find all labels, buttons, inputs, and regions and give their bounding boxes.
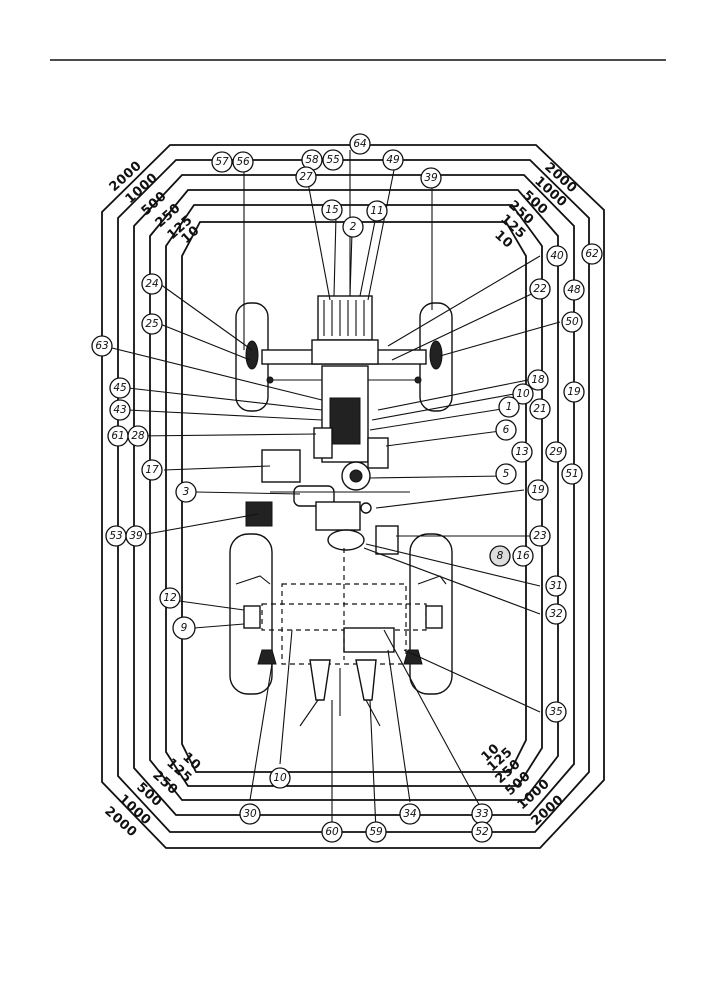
callout-18: 18 (531, 374, 545, 386)
callout-10-bottom: 10 (273, 772, 287, 784)
left-fender (235, 575, 271, 585)
interval-rings (101, 144, 605, 849)
callout-30: 30 (243, 808, 257, 820)
callout-63: 63 (95, 340, 108, 352)
callout-56: 56 (236, 156, 250, 168)
cylinder-head (329, 397, 361, 445)
tie-rod-end-left (266, 376, 274, 384)
callout-49-top: 49 (386, 154, 400, 166)
ring-10 (181, 221, 527, 773)
lift-arm-left (309, 659, 331, 701)
callout-33: 33 (475, 808, 488, 820)
callout-62: 62 (585, 248, 599, 260)
callout-64: 64 (353, 138, 366, 150)
callout-39-left: 39 (129, 530, 143, 542)
transmission-housing (281, 583, 407, 665)
callout-19-right: 19 (567, 386, 581, 398)
callout-10-top: 10 (516, 388, 530, 400)
left-brake (257, 649, 277, 665)
callout-9: 9 (181, 622, 188, 634)
callout-23: 23 (533, 530, 546, 542)
callout-2: 2 (350, 221, 357, 233)
ring-2000 (101, 144, 605, 849)
callout-22: 22 (533, 283, 547, 295)
radiator (317, 295, 373, 341)
leader-lines (111, 150, 561, 831)
callout-59: 59 (369, 826, 383, 838)
tie-rod-end-right (414, 376, 422, 384)
steering-wheel (327, 529, 365, 551)
callout-15: 15 (325, 204, 339, 216)
callout-52: 52 (475, 826, 489, 838)
steering-box (293, 485, 335, 507)
callout-60: 60 (325, 826, 339, 838)
callout-51: 51 (565, 468, 578, 480)
callout-3: 3 (183, 486, 190, 498)
callout-25: 25 (145, 318, 159, 330)
lift-arm-right (355, 659, 377, 701)
callout-12: 12 (163, 592, 177, 604)
callout-6: 6 (503, 424, 510, 436)
callout-32: 32 (549, 608, 563, 620)
callout-24: 24 (145, 278, 158, 290)
callout-19-lower: 19 (531, 484, 545, 496)
right-final-drive (425, 605, 443, 629)
callout-21: 21 (533, 403, 546, 415)
front-frame (311, 339, 379, 365)
callout-17: 17 (145, 464, 159, 476)
injection-pump (367, 437, 389, 469)
oil-filter (313, 427, 333, 459)
front-right-hub (429, 340, 443, 370)
callout-5: 5 (503, 468, 510, 480)
right-brake (403, 649, 423, 665)
callout-39-top: 39 (424, 172, 438, 184)
dashboard (315, 501, 361, 531)
callout-45: 45 (113, 382, 127, 394)
fuel-tank (375, 525, 399, 555)
callout-28: 28 (131, 430, 145, 442)
tractor-plan-view (229, 295, 453, 727)
callout-57: 57 (215, 156, 229, 168)
ring-500 (133, 174, 575, 816)
labels-top-left: 2000 1000 500 250 125 10 (107, 158, 203, 247)
hydraulic-block (343, 627, 395, 653)
callout-31: 31 (549, 580, 562, 592)
ring-125 (165, 204, 543, 787)
callout-8: 8 (497, 550, 504, 562)
callout-58: 58 (305, 154, 319, 166)
callout-27: 27 (299, 171, 313, 183)
rear-axle (261, 603, 427, 631)
callout-40: 40 (550, 250, 564, 262)
callout-48: 48 (567, 284, 581, 296)
battery (245, 501, 273, 527)
lower-link-left (299, 699, 319, 727)
callout-61: 61 (111, 430, 124, 442)
callout-55: 55 (326, 154, 340, 166)
callout-29: 29 (549, 446, 563, 458)
front-left-hub (245, 340, 259, 370)
callout-35: 35 (549, 706, 563, 718)
callout-13: 13 (515, 446, 528, 458)
callout-16: 16 (516, 550, 530, 562)
callout-43: 43 (113, 404, 126, 416)
left-final-drive (243, 605, 261, 629)
lower-link-right (365, 699, 381, 727)
callout-1: 1 (506, 401, 513, 413)
callout-11: 11 (370, 205, 383, 217)
callout-53: 53 (109, 530, 122, 542)
callout-34: 34 (403, 808, 416, 820)
callout-50: 50 (565, 316, 579, 328)
callouts: 57 56 58 55 64 49 39 27 15 11 2 40 62 24… (91, 133, 603, 843)
